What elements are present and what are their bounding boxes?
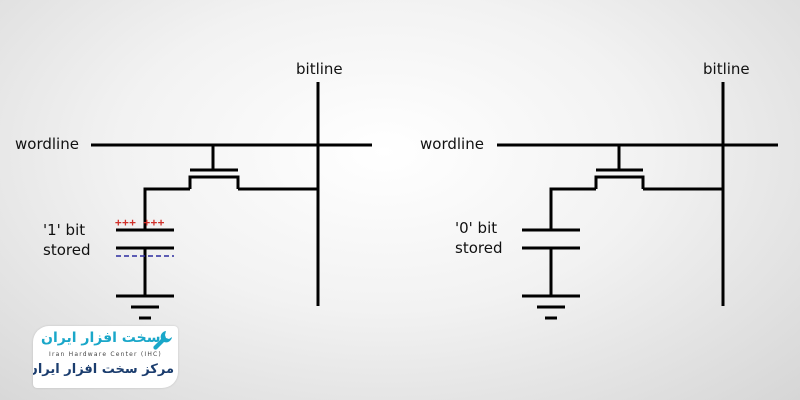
right-storage-capacitor (522, 228, 580, 296)
logo-persian-text: مرکز سخت افزار ایران (33, 362, 174, 377)
left-wordline-label: wordline (15, 135, 79, 153)
right-ground-symbol (522, 294, 580, 320)
left-state-label-line1: '1' bit (43, 221, 85, 239)
wrench-icon (153, 331, 172, 350)
right-bitline-label: bitline (703, 60, 750, 78)
left-positive-charge: +++ +++ (115, 216, 165, 229)
left-dram-cell: bitline wordline +++ +++ '1' bit stored (15, 60, 372, 320)
right-wordline-label: wordline (420, 135, 484, 153)
left-access-transistor (143, 145, 318, 230)
left-state-label-line2: stored (43, 241, 90, 259)
left-ground-symbol (116, 294, 174, 320)
right-state-label-line2: stored (455, 239, 502, 257)
right-access-transistor (549, 145, 723, 230)
right-dram-cell: bitline wordline '0' bit stored (420, 60, 778, 320)
ihc-logo: سخت افزار ایران Iran Hardware Center (IH… (33, 326, 178, 388)
logo-english-text: Iran Hardware Center (IHC) (49, 351, 162, 358)
right-state-label-line1: '0' bit (455, 219, 497, 237)
left-bitline-label: bitline (296, 60, 343, 78)
left-storage-capacitor (116, 228, 174, 296)
logo-mark-text: سخت افزار ایران (41, 330, 161, 346)
